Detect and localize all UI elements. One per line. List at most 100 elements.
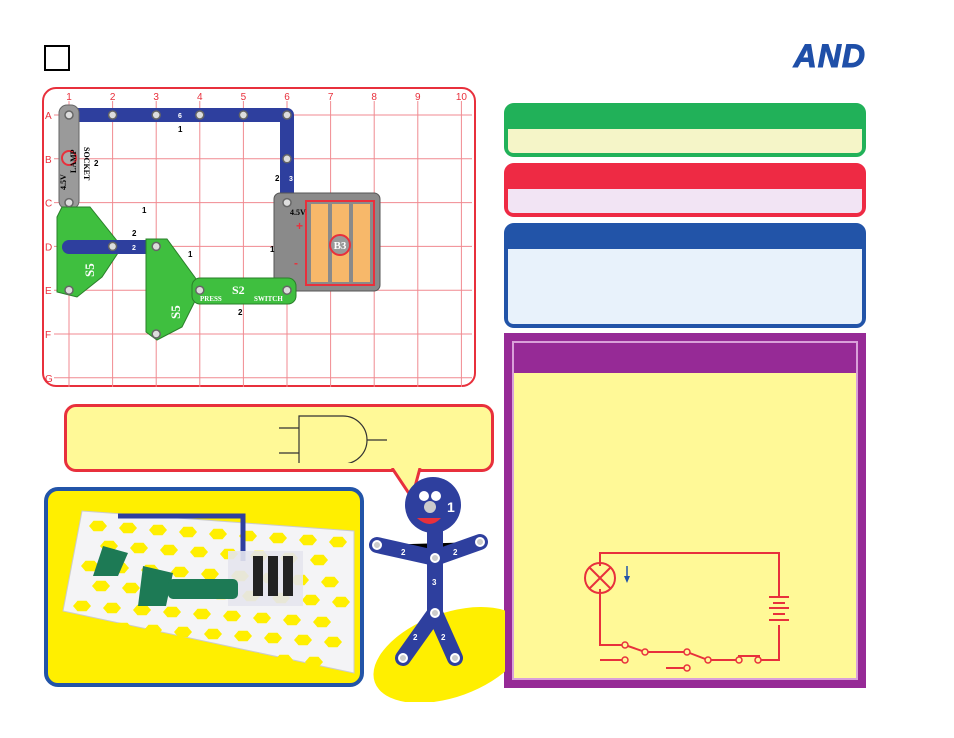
slide-switch-2 <box>145 238 203 341</box>
wire-right-level: 2 <box>275 174 280 183</box>
product-photo <box>44 487 364 687</box>
press-switch <box>191 277 297 305</box>
grid-column-label: 7 <box>328 92 334 103</box>
schematic-area <box>514 373 856 678</box>
grid-column-label: 5 <box>241 92 247 103</box>
purple-info-panel <box>504 333 866 688</box>
battery-level: 1 <box>270 245 275 254</box>
grid-column-label: 3 <box>153 92 159 103</box>
switch1-id: S5 <box>82 263 97 277</box>
board-hole <box>155 646 173 658</box>
mascot-leg-right: 2 <box>441 633 446 642</box>
switch1-level: 1 <box>142 206 147 215</box>
switch2-level: 1 <box>188 250 193 259</box>
board-hole <box>81 560 99 572</box>
grid-column-label: 1 <box>66 92 72 103</box>
board-hole <box>223 610 241 622</box>
board-hole <box>119 522 137 534</box>
board-hole <box>190 546 208 558</box>
speech-bubble <box>64 404 494 472</box>
lamp-level: 2 <box>94 159 99 168</box>
circuit-schematic <box>584 552 789 672</box>
battery-voltage: 4.5V <box>290 208 306 217</box>
board-hole <box>269 532 287 544</box>
snap-post <box>151 329 161 339</box>
wire-mid-label: 2 <box>132 245 136 252</box>
board-hole <box>144 624 162 636</box>
snap-post <box>64 197 74 208</box>
mascot-leg-left: 2 <box>413 633 418 642</box>
board-hole <box>275 654 293 666</box>
board-hole <box>185 648 203 660</box>
battery-id: B3 <box>334 240 347 252</box>
board-hole <box>84 620 102 632</box>
lamp-voltage: 4.5V <box>59 174 68 190</box>
blue-info-panel <box>504 223 866 328</box>
board-hole <box>73 600 91 612</box>
snap-post <box>238 110 249 120</box>
wire-mid-level: 2 <box>132 229 137 238</box>
grid-row-label: D <box>45 242 52 253</box>
snap-post <box>282 154 292 164</box>
board-hole <box>163 606 181 618</box>
grid-column-label: 10 <box>456 92 468 103</box>
press-switch-id: S2 <box>232 283 245 297</box>
board-hole <box>302 594 320 606</box>
grid-column-label: 6 <box>284 92 290 103</box>
battery-plus: + <box>296 219 303 233</box>
battery-outline <box>305 200 375 286</box>
mascot-body: 3 <box>432 578 437 587</box>
board-hole <box>103 602 121 614</box>
battery-minus: - <box>294 256 298 270</box>
board-hole <box>130 542 148 554</box>
board-hole <box>149 524 167 536</box>
board-hole <box>65 640 83 652</box>
board-hole <box>313 616 331 628</box>
snap-post <box>282 110 292 120</box>
grid-row-label: A <box>45 111 52 122</box>
board-hole <box>253 612 271 624</box>
board-hole <box>305 656 323 668</box>
grid-row-label: F <box>45 330 51 341</box>
board-hole <box>160 544 178 556</box>
snap-post <box>107 110 118 120</box>
snap-post <box>151 241 161 252</box>
and-gate-symbol <box>279 415 387 463</box>
snap-post <box>64 110 74 120</box>
board-hole <box>122 582 140 594</box>
board-hole <box>171 566 189 578</box>
mascot-head-number: 1 <box>447 499 455 515</box>
board-hole <box>209 528 227 540</box>
snap-circuit-board-photo <box>62 510 355 674</box>
grid-column-label: 8 <box>371 92 377 103</box>
red-info-panel <box>504 163 866 217</box>
snap-post <box>151 110 161 120</box>
board-hole <box>264 632 282 644</box>
snap-post <box>64 285 74 295</box>
wire-top-label: 6 <box>178 113 182 120</box>
press-switch-right-label: SWITCH <box>254 295 283 303</box>
grid-row-label: B <box>45 155 52 166</box>
board-hole <box>234 630 252 642</box>
board-hole <box>89 520 107 532</box>
green-info-panel <box>504 103 866 157</box>
switch2-id: S5 <box>168 305 183 319</box>
snap-post <box>107 241 118 252</box>
page-title: AND <box>793 38 866 75</box>
board-hole <box>321 576 339 588</box>
wire-right-label: 3 <box>289 176 293 183</box>
mascot-arm-left: 2 <box>401 548 406 557</box>
snap-post <box>195 285 205 295</box>
board-hole <box>324 636 342 648</box>
board-hole <box>329 536 347 548</box>
grid-row-label: E <box>45 286 52 297</box>
press-switch-left-label: PRESS <box>200 295 222 303</box>
lamp-name: LAMP <box>69 149 78 173</box>
lamp-socket-label: SOCKET <box>82 147 91 181</box>
board-hole <box>114 622 132 634</box>
grid-column-label: 4 <box>197 92 203 103</box>
grid-column-label: 9 <box>415 92 421 103</box>
board-hole <box>204 628 222 640</box>
snap-post <box>282 197 292 208</box>
